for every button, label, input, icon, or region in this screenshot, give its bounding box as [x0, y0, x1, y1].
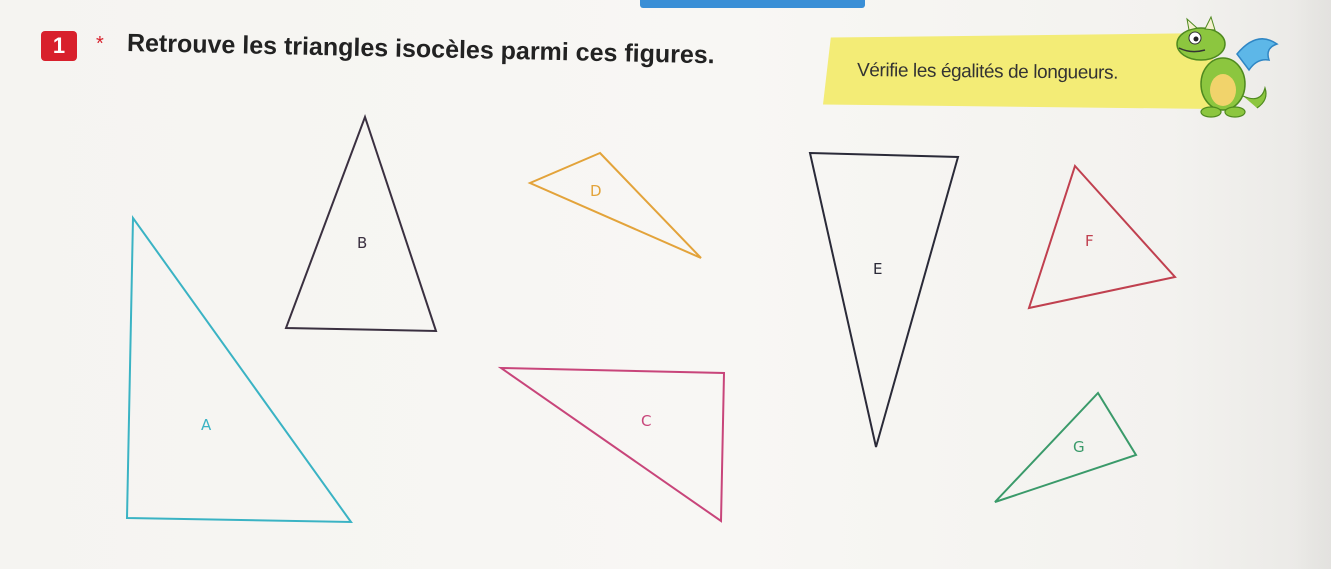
triangle-g-label: G	[1073, 438, 1085, 456]
triangle-f-label: F	[1085, 232, 1094, 250]
page-shadow	[1295, 0, 1331, 569]
triangle-b-label: B	[357, 234, 367, 252]
triangle-a-label: A	[201, 416, 212, 434]
triangle-f: F	[1027, 164, 1177, 310]
triangle-e: E	[808, 151, 960, 448]
hint-banner	[823, 33, 1213, 109]
top-blue-strip	[640, 0, 865, 8]
triangle-a: A	[125, 214, 353, 524]
difficulty-star-icon: *	[96, 33, 104, 55]
triangle-c: C	[497, 366, 726, 523]
triangle-d: D	[527, 151, 702, 259]
triangle-b: B	[284, 113, 438, 333]
triangle-c-label: C	[641, 412, 651, 430]
exercise-number-badge: 1	[41, 31, 77, 61]
triangle-e-label: E	[873, 260, 882, 278]
triangle-d-label: D	[590, 182, 602, 200]
triangle-g: G	[994, 391, 1138, 503]
dragon-mascot-icon	[1176, 15, 1279, 118]
